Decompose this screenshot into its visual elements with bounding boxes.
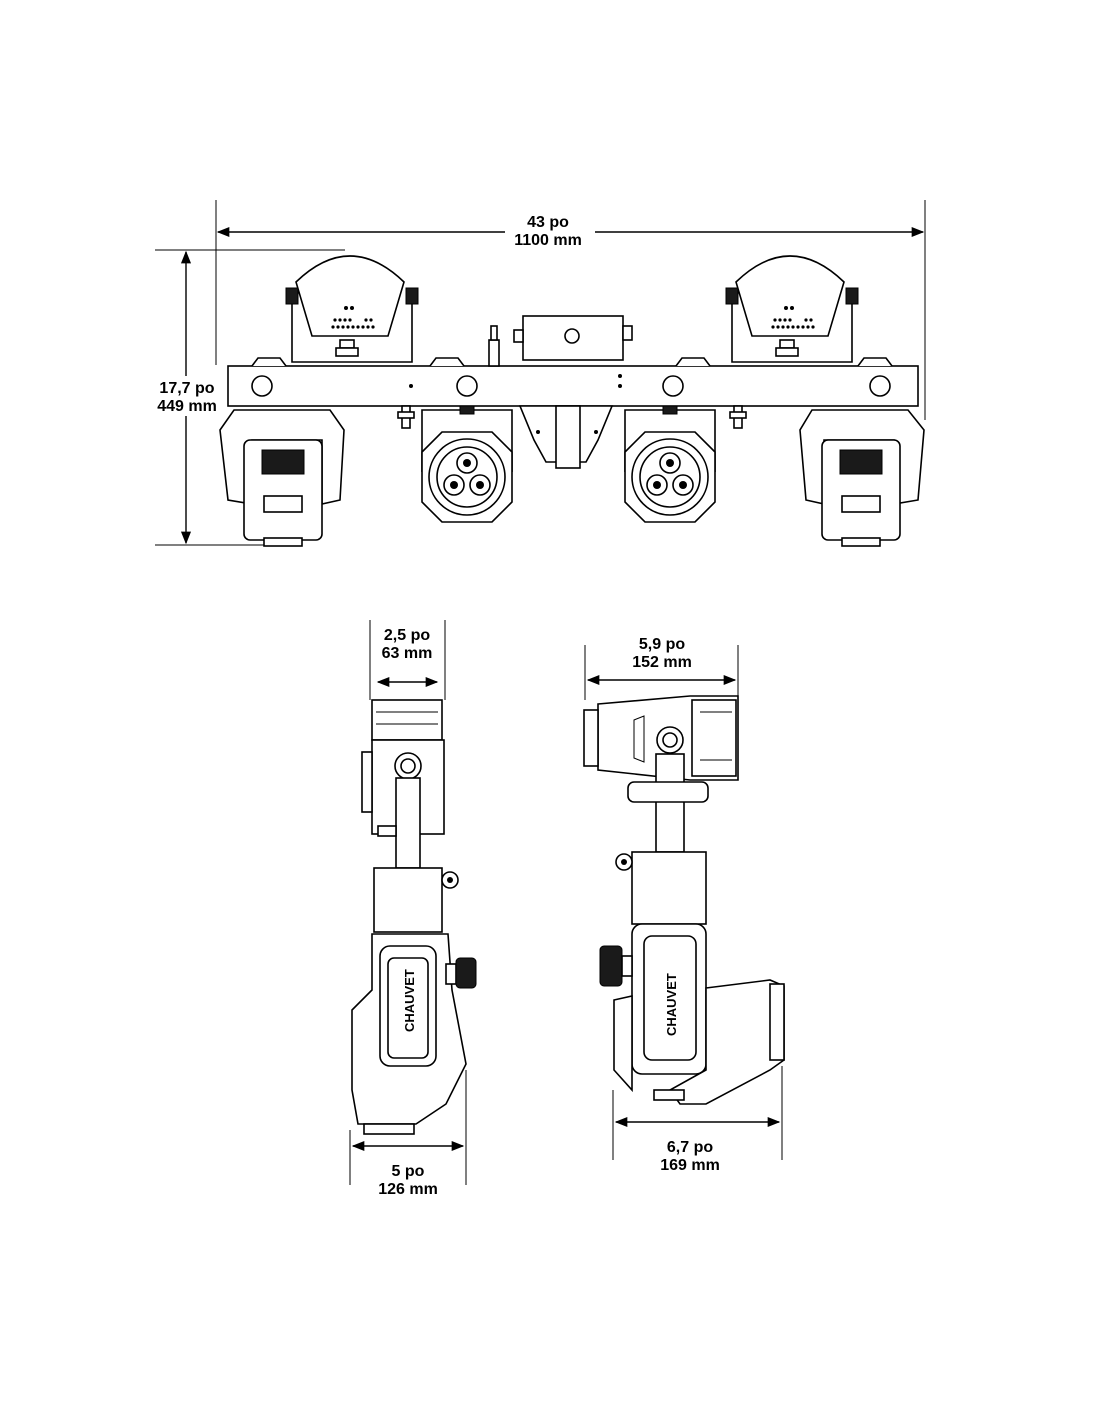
moving-head-right <box>799 409 925 547</box>
rotated-view: 5,9 po 152 mm CHAUVET 6 <box>583 634 785 1174</box>
side-base-width-metric: 126 mm <box>378 1181 438 1198</box>
side-top-width-dimension: 2,5 po 63 mm <box>369 620 446 700</box>
side-base-width-imperial: 5 po <box>392 1163 425 1180</box>
derby-fixture-right <box>725 255 859 363</box>
side-base-width-dimension: 5 po 126 mm <box>349 1070 467 1198</box>
rot-base-width-dimension: 6,7 po 169 mm <box>612 1066 783 1174</box>
par-fixture-right <box>624 405 716 523</box>
moving-head-left <box>219 409 345 547</box>
overall-width-dimension: 43 po 1100 mm <box>215 200 926 420</box>
par-fixture-left <box>421 405 513 523</box>
rot-base-width-metric: 169 mm <box>660 1157 720 1174</box>
mounting-bar <box>227 357 919 469</box>
rot-top-width-dimension: 5,9 po 152 mm <box>584 634 739 700</box>
rot-top-width-imperial: 5,9 po <box>639 636 685 653</box>
overall-width-imperial: 43 po <box>527 214 569 231</box>
overall-height-imperial: 17,7 po <box>159 380 214 397</box>
side-top-width-imperial: 2,5 po <box>384 627 430 644</box>
rot-top-width-metric: 152 mm <box>632 654 692 671</box>
brand-logo-side: CHAUVET <box>402 969 417 1032</box>
side-view: 2,5 po 63 mm CHAUVET 5 po 126 mm <box>349 620 477 1198</box>
controller-box <box>488 315 633 367</box>
brand-logo-rotated: CHAUVET <box>664 973 679 1036</box>
overall-height-metric: 449 mm <box>157 398 217 415</box>
front-view: 43 po 1100 mm 17,7 po 449 mm <box>152 200 926 547</box>
rot-base-width-imperial: 6,7 po <box>667 1139 713 1156</box>
side-top-width-metric: 63 mm <box>382 645 433 662</box>
overall-width-metric: 1100 mm <box>514 232 582 249</box>
derby-fixture-left <box>285 255 419 363</box>
